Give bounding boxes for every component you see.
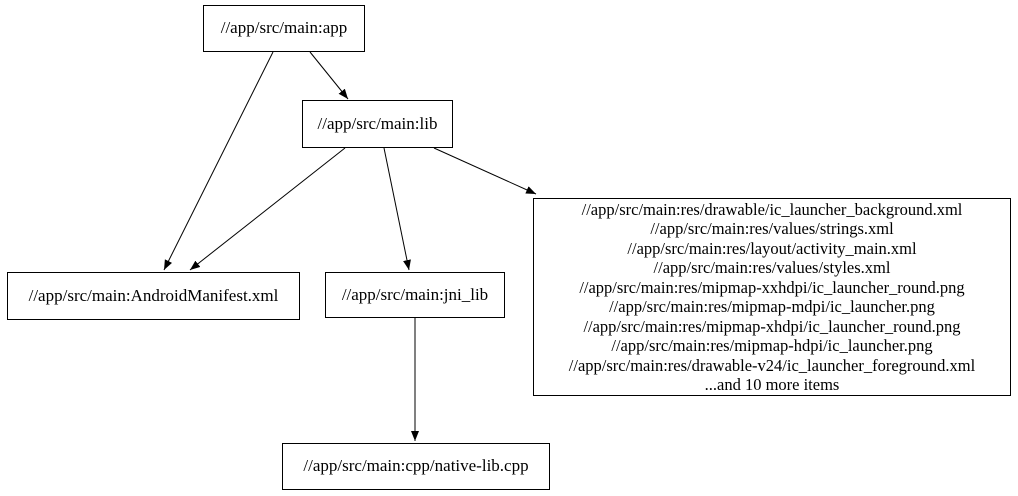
- edge-app-to-lib: [309, 51, 349, 100]
- node-lib-target: //app/src/main:lib: [302, 100, 453, 148]
- res-file-line: //app/src/main:res/mipmap-hdpi/ic_launch…: [611, 336, 933, 355]
- node-jni-lib: //app/src/main:jni_lib: [325, 272, 505, 318]
- res-file-line: //app/src/main:res/layout/activity_main.…: [627, 238, 917, 258]
- res-file-line: //app/src/main:res/mipmap-xhdpi/ic_launc…: [583, 316, 961, 336]
- node-native-lib-cpp-label: //app/src/main:cpp/native-lib.cpp: [303, 456, 529, 476]
- node-lib-label: //app/src/main:lib: [317, 113, 438, 133]
- node-native-lib-cpp: //app/src/main:cpp/native-lib.cpp: [282, 443, 550, 490]
- node-android-manifest: //app/src/main:AndroidManifest.xml: [7, 272, 300, 320]
- res-file-line: //app/src/main:res/values/styles.xml: [653, 258, 891, 277]
- edge-lib-to-res-files: [433, 147, 537, 195]
- res-file-line: //app/src/main:res/values/strings.xml: [650, 219, 894, 238]
- res-file-line: //app/src/main:res/mipmap-mdpi/ic_launch…: [609, 297, 935, 316]
- res-file-line: //app/src/main:res/drawable/ic_launcher_…: [581, 199, 963, 219]
- node-jni-lib-label: //app/src/main:jni_lib: [341, 284, 489, 304]
- res-files-more-items: ...and 10 more items: [704, 375, 840, 394]
- node-res-files-group: //app/src/main:res/drawable/ic_launcher_…: [533, 198, 1011, 396]
- res-file-line: //app/src/main:res/mipmap-xxhdpi/ic_laun…: [579, 277, 965, 297]
- res-file-line: //app/src/main:res/drawable-v24/ic_launc…: [568, 355, 976, 375]
- edge-lib-to-manifest: [189, 147, 346, 271]
- node-android-manifest-label: //app/src/main:AndroidManifest.xml: [28, 285, 279, 305]
- edge-lib-to-jni-lib: [383, 147, 411, 271]
- edge-app-to-manifest: [163, 51, 274, 271]
- node-app-target: //app/src/main:app: [203, 5, 365, 52]
- node-app-label: //app/src/main:app: [220, 18, 348, 38]
